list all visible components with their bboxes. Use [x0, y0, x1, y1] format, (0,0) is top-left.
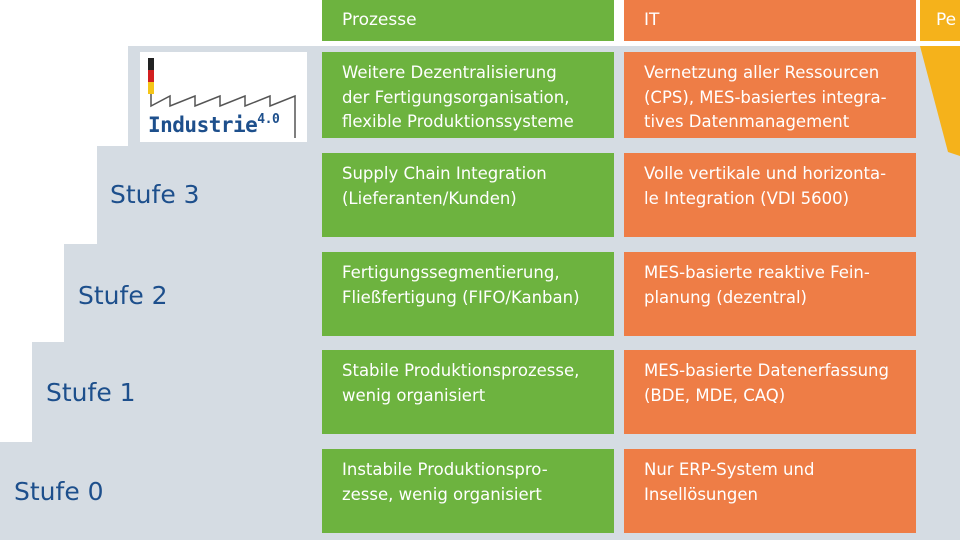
prozesse-cell-stufe-2: Fertigungssegmentierung, Fließfertigung … [322, 252, 614, 336]
cell-line: Instabile Produktionspro- [342, 460, 548, 479]
cell-line: Volle vertikale und horizonta- [644, 164, 887, 183]
prozesse-cell-stufe-0: Instabile Produktionspro- zesse, wenig o… [322, 449, 614, 533]
it-cell-stufe-2: MES-basierte reaktive Fein- planung (dez… [624, 252, 916, 336]
prozesse-cell-stufe-1: Stabile Produktionsprozesse, wenig organ… [322, 350, 614, 434]
cell-line: Weitere Dezentralisierung [342, 63, 557, 82]
cell-line: MES-basierte Datenerfassung [644, 361, 889, 380]
cell-line: Supply Chain Integration [342, 164, 547, 183]
cell-line: zesse, wenig organisiert [342, 484, 542, 504]
cell-line: (Lieferanten/Kunden) [342, 188, 517, 208]
cell-line: tives Datenmanagement [644, 112, 850, 131]
prozesse-cell-industrie-4-0: Weitere Dezentralisierung der Fertigungs… [322, 52, 614, 138]
cell-line: le Integration (VDI 5600) [644, 188, 850, 208]
logo-text: Industrie4.0 [148, 112, 280, 137]
cell-line: der Fertigungsorganisation, [342, 87, 570, 107]
prozesse-cell-stufe-3: Supply Chain Integration (Lieferanten/Ku… [322, 153, 614, 237]
cell-line: MES-basierte reaktive Fein- [644, 263, 870, 282]
cell-line: Nur ERP-System und [644, 460, 815, 479]
stufe-1-label: Stufe 1 [46, 378, 136, 407]
factory-icon [148, 58, 296, 138]
logo-version: 4.0 [257, 112, 280, 127]
it-cell-industrie-4-0: Vernetzung aller Ressourcen (CPS), MES-b… [624, 52, 916, 138]
stufe-0-label: Stufe 0 [14, 477, 104, 506]
it-cell-stufe-3: Volle vertikale und horizonta- le Integr… [624, 153, 916, 237]
logo-word: Industrie [148, 113, 258, 137]
it-cell-stufe-0: Nur ERP-System und Insellösungen [624, 449, 916, 533]
header-prozesse: Prozesse [322, 0, 614, 41]
header-third: Pe [920, 0, 960, 41]
cell-line: planung (dezentral) [644, 287, 807, 307]
it-cell-stufe-1: MES-basierte Datenerfassung (BDE, MDE, C… [624, 350, 916, 434]
stufe-2-label: Stufe 2 [78, 281, 168, 310]
cell-line: (CPS), MES-basiertes integra- [644, 87, 887, 107]
cell-line: (BDE, MDE, CAQ) [644, 385, 786, 405]
cell-line: Fertigungssegmentierung, [342, 263, 560, 282]
cell-line: Stabile Produktionsprozesse, [342, 361, 580, 380]
cell-line: flexible Produktionssysteme [342, 112, 574, 131]
cell-line: Insellösungen [644, 484, 758, 504]
third-column-wedge [920, 46, 960, 156]
stufe-3-label: Stufe 3 [110, 180, 200, 209]
cell-line: Fließfertigung (FIFO/Kanban) [342, 287, 580, 307]
industrie-4-0-logo: Industrie4.0 [140, 52, 307, 142]
header-it: IT [624, 0, 916, 41]
cell-line: wenig organisiert [342, 385, 486, 405]
cell-line: Vernetzung aller Ressourcen [644, 63, 880, 82]
third-column-shape [920, 46, 960, 540]
